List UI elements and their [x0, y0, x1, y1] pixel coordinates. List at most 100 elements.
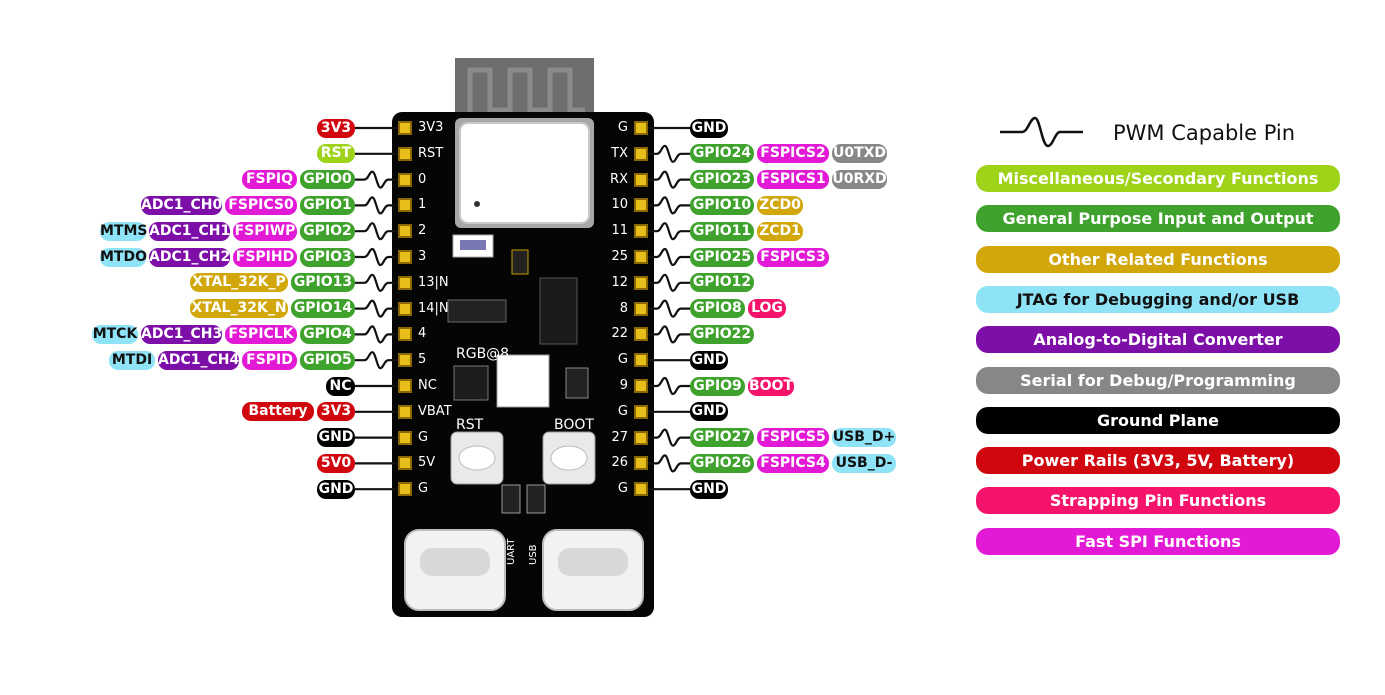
left-pin-0-label-0: 3V3 [317, 118, 355, 138]
right-pin-pad-9 [634, 353, 648, 368]
right-silk-2: RX [610, 171, 628, 187]
diode [565, 367, 589, 399]
left-silk-14: G [418, 481, 429, 497]
right-pin-2-label-1: FSPICS1 [757, 170, 829, 190]
right-pin-pad-8 [634, 327, 648, 342]
left-pin-9-label-2: ADC1_CH4 [158, 350, 240, 370]
legend-item-1: General Purpose Input and Output [976, 205, 1340, 233]
left-silk-10: NC [418, 378, 437, 393]
legend-item-4: Analog-to-Digital Converter [976, 326, 1340, 354]
legend-item-7: Power Rails (3V3, 5V, Battery) [976, 447, 1340, 475]
left-pin-8-label-0: GPIO4 [300, 324, 355, 344]
right-pin-4-label-1: ZCD1 [757, 221, 803, 241]
left-pin-pad-8 [398, 327, 412, 342]
right-pin-1-label-0: GPIO24 [690, 144, 754, 164]
right-pin-8-label-0: GPIO22 [690, 324, 754, 344]
left-pin-pad-4 [398, 224, 412, 239]
left-pin-6-label-1: XTAL_32K_P [190, 273, 288, 293]
left-pin-14-label-0: GND [317, 479, 355, 499]
left-pin-pad-10 [398, 379, 412, 393]
right-pin-line-3 [648, 196, 690, 215]
right-pin-line-4 [648, 222, 690, 241]
right-pin-10-label-0: GPIO9 [690, 376, 745, 396]
boot-button-silk-label: BOOT [554, 417, 594, 433]
right-pin-line-12 [648, 428, 690, 447]
right-pin-7-label-0: GPIO8 [690, 299, 745, 319]
right-silk-0: G [617, 120, 628, 135]
left-pin-2-label-1: FSPIQ [242, 170, 297, 190]
left-silk-13: 5V [418, 455, 436, 471]
left-pin-pad-6 [398, 275, 412, 290]
left-pin-line-5 [355, 247, 398, 267]
right-pin-13-label-0: GPIO26 [690, 453, 754, 473]
left-pin-pad-9 [398, 353, 412, 368]
right-pin-12-label-2: USB_D+ [832, 428, 896, 448]
left-silk-3: 1 [418, 197, 427, 213]
left-pin-pad-3 [398, 198, 412, 213]
right-pin-pad-14 [634, 482, 648, 497]
right-pin-pad-7 [634, 301, 648, 316]
right-silk-14: G [617, 481, 628, 497]
left-silk-4: 2 [418, 223, 427, 239]
right-pin-0-label-0: GND [690, 118, 728, 138]
left-pin-pad-7 [398, 301, 412, 316]
left-pin-5-label-2: ADC1_CH2 [149, 247, 231, 267]
uart-silk-label: UART [506, 538, 517, 566]
right-pin-pad-3 [634, 198, 648, 213]
right-pin-4-label-0: GPIO11 [690, 221, 754, 241]
left-pin-13-label-0: 5V0 [317, 453, 355, 473]
right-silk-7: 8 [619, 300, 628, 316]
left-silk-2: 0 [418, 171, 427, 187]
left-pin-pad-5 [398, 250, 412, 264]
left-pin-pad-1 [398, 146, 412, 161]
right-pin-2-label-0: GPIO23 [690, 170, 754, 190]
left-pin-7-label-1: XTAL_32K_N [190, 299, 288, 319]
left-pin-7-label-0: GPIO14 [291, 299, 355, 319]
right-pin-6-label-0: GPIO12 [690, 273, 754, 293]
right-pin-pad-10 [634, 379, 648, 393]
right-pin-11-label-0: GND [690, 402, 728, 422]
right-pin-5-label-0: GPIO25 [690, 247, 754, 267]
left-pin-pad-13 [398, 456, 412, 471]
right-pin-pad-4 [634, 224, 648, 239]
right-pin-line-1 [648, 144, 690, 163]
left-pin-6-label-0: GPIO13 [291, 273, 355, 293]
antenna-trace [467, 67, 585, 118]
left-silk-0: 3V3 [418, 120, 444, 135]
right-pin-13-label-1: FSPICS4 [757, 453, 829, 473]
right-pin-5-label-1: FSPICS3 [757, 247, 829, 267]
right-pin-pad-6 [634, 275, 648, 290]
left-pin-line-2 [355, 170, 398, 189]
left-pin-4-label-2: ADC1_CH1 [149, 221, 231, 241]
right-silk-10: 9 [619, 378, 628, 393]
left-silk-12: G [418, 429, 429, 445]
regulator [539, 277, 578, 345]
right-pin-14-label-0: GND [690, 479, 728, 499]
legend-item-3: JTAG for Debugging and/or USB [976, 285, 1340, 313]
right-silk-5: 25 [611, 249, 628, 264]
right-pin-line-7 [648, 299, 690, 318]
right-silk-4: 11 [611, 223, 628, 239]
legend-item-9: Fast SPI Functions [976, 527, 1340, 555]
right-pin-pad-5 [634, 250, 648, 264]
left-pin-8-label-3: MTCK [92, 324, 138, 344]
left-pin-3-label-0: GPIO1 [300, 195, 355, 215]
left-pin-line-9 [355, 351, 398, 370]
right-pin-line-6 [648, 273, 690, 292]
left-pin-line-4 [355, 222, 398, 241]
right-silk-1: TX [611, 145, 628, 161]
left-pin-line-3 [355, 196, 398, 215]
right-silk-9: G [617, 352, 628, 368]
right-pin-pad-1 [634, 146, 648, 161]
module-dot [474, 201, 480, 207]
left-pin-line-8 [355, 325, 398, 344]
right-pin-3-label-0: GPIO10 [690, 195, 754, 215]
right-pin-1-label-1: FSPICS2 [757, 144, 829, 164]
right-pin-7-label-1: LOG [748, 299, 786, 319]
right-silk-8: 22 [611, 326, 628, 342]
right-pin-1-label-2: U0TXD [832, 144, 887, 164]
right-pin-line-2 [648, 170, 690, 189]
left-pin-5-label-3: MTDO [100, 247, 148, 267]
right-silk-11: G [617, 403, 628, 419]
